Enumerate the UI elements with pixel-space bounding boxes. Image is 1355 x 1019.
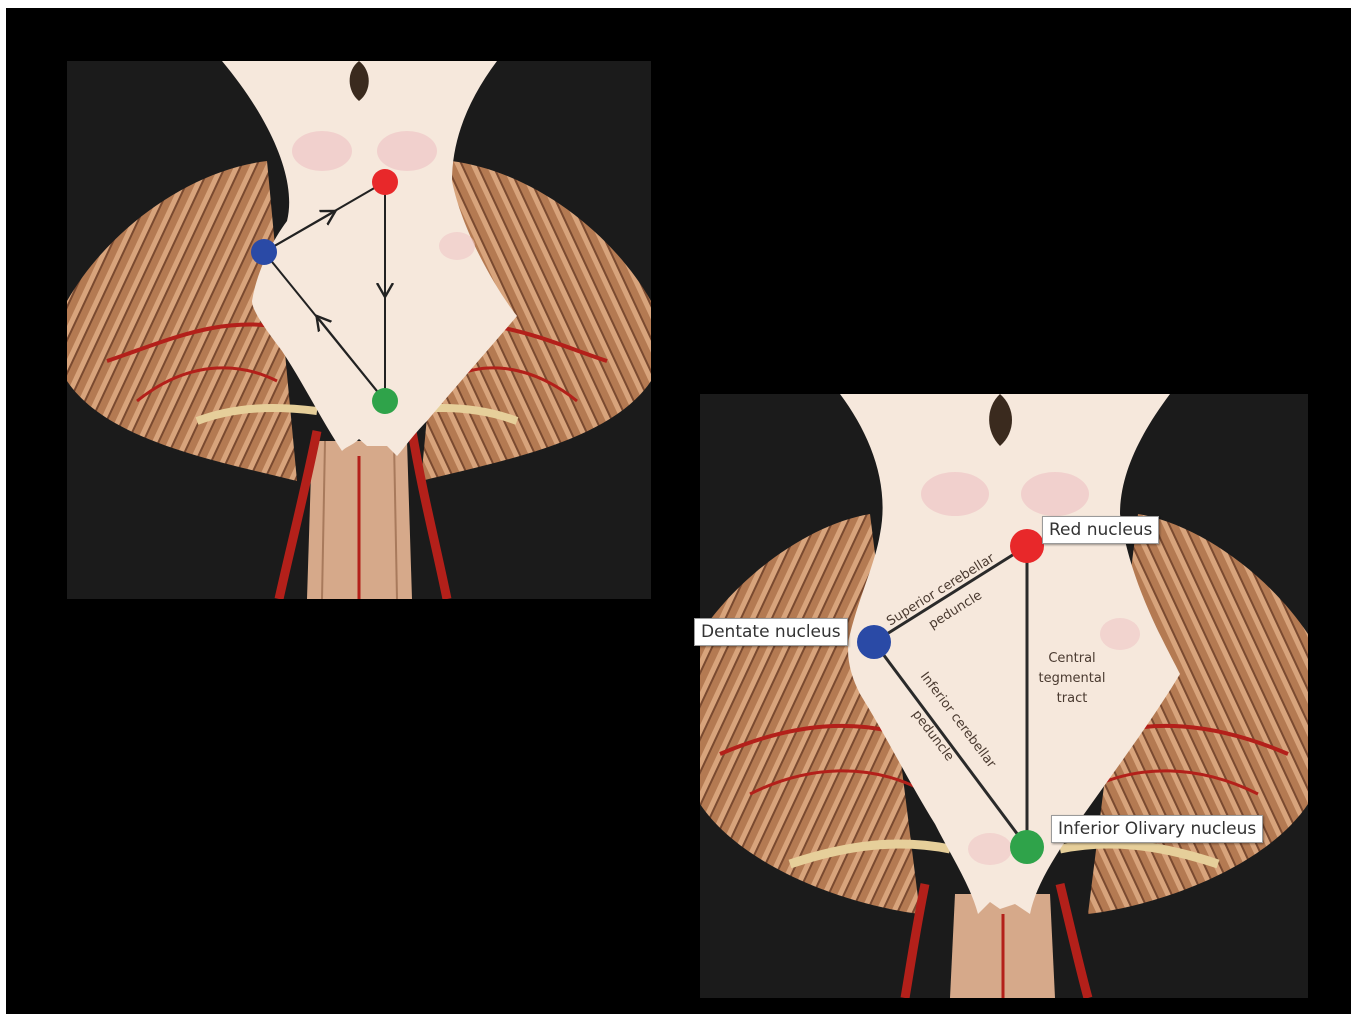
red-nucleus-dot [1010, 529, 1044, 563]
brainstem-illustration-left [67, 61, 651, 599]
inferior-olivary-nucleus-label: Inferior Olivary nucleus [1051, 815, 1263, 843]
red-nucleus-label: Red nucleus [1042, 516, 1159, 544]
brainstem-diagram-left [67, 61, 651, 599]
red-nucleus-dot [372, 169, 398, 195]
central-tract-label-2: tegmental [1039, 671, 1106, 686]
dentate-nucleus-dot [857, 625, 891, 659]
central-tract-label-1: Central [1048, 651, 1095, 666]
olivary-nucleus-dot [372, 388, 398, 414]
central-tract-label-3: tract [1057, 691, 1088, 706]
dentate-nucleus-dot [251, 239, 277, 265]
olivary-nucleus-dot [1010, 830, 1044, 864]
dentate-nucleus-label: Dentate nucleus [694, 618, 848, 646]
brainstem-illustration-right: Superior cerebellar peduncle Inferior ce… [700, 394, 1308, 998]
slide-background: Superior cerebellar peduncle Inferior ce… [6, 8, 1351, 1014]
brainstem-diagram-right: Superior cerebellar peduncle Inferior ce… [700, 394, 1308, 998]
